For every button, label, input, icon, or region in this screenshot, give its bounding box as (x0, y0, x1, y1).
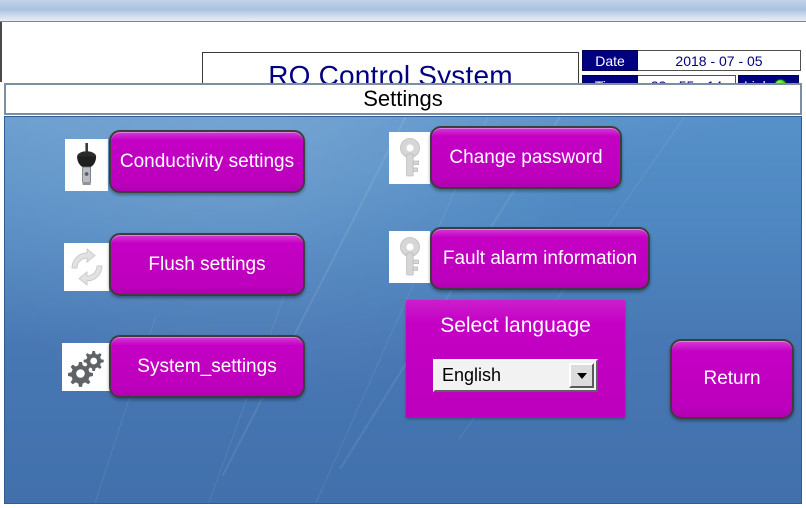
page-title-bar: Settings (4, 83, 802, 115)
main-canvas: Conductivity settings Flush settings Sys… (4, 116, 802, 504)
gears-icon (62, 343, 110, 391)
conductivity-probe-icon (65, 139, 108, 191)
select-language-label: Select language (440, 314, 591, 337)
return-button[interactable]: Return (670, 339, 794, 419)
date-row: Date 2018 - 07 - 05 (582, 50, 801, 71)
system-settings-button[interactable]: System_settings (109, 335, 305, 398)
select-language-panel: Select language English (406, 300, 625, 417)
date-value: 2018 - 07 - 05 (638, 50, 801, 71)
flush-settings-button[interactable]: Flush settings (109, 233, 305, 296)
key-icon (389, 132, 430, 184)
conductivity-settings-button[interactable]: Conductivity settings (109, 130, 305, 193)
key-icon (389, 231, 430, 283)
refresh-arrows-icon (64, 243, 109, 291)
language-select[interactable]: English (433, 359, 598, 392)
header-band: RO Control System Date 2018 - 07 - 05 Ti… (0, 22, 806, 99)
chevron-down-icon[interactable] (569, 363, 594, 388)
page-title: Settings (363, 86, 443, 111)
os-title-strip (0, 0, 806, 22)
language-select-value: English (442, 365, 502, 385)
change-password-button[interactable]: Change password (430, 126, 622, 189)
date-label: Date (582, 50, 638, 71)
fault-alarm-information-button[interactable]: Fault alarm information (430, 227, 650, 290)
